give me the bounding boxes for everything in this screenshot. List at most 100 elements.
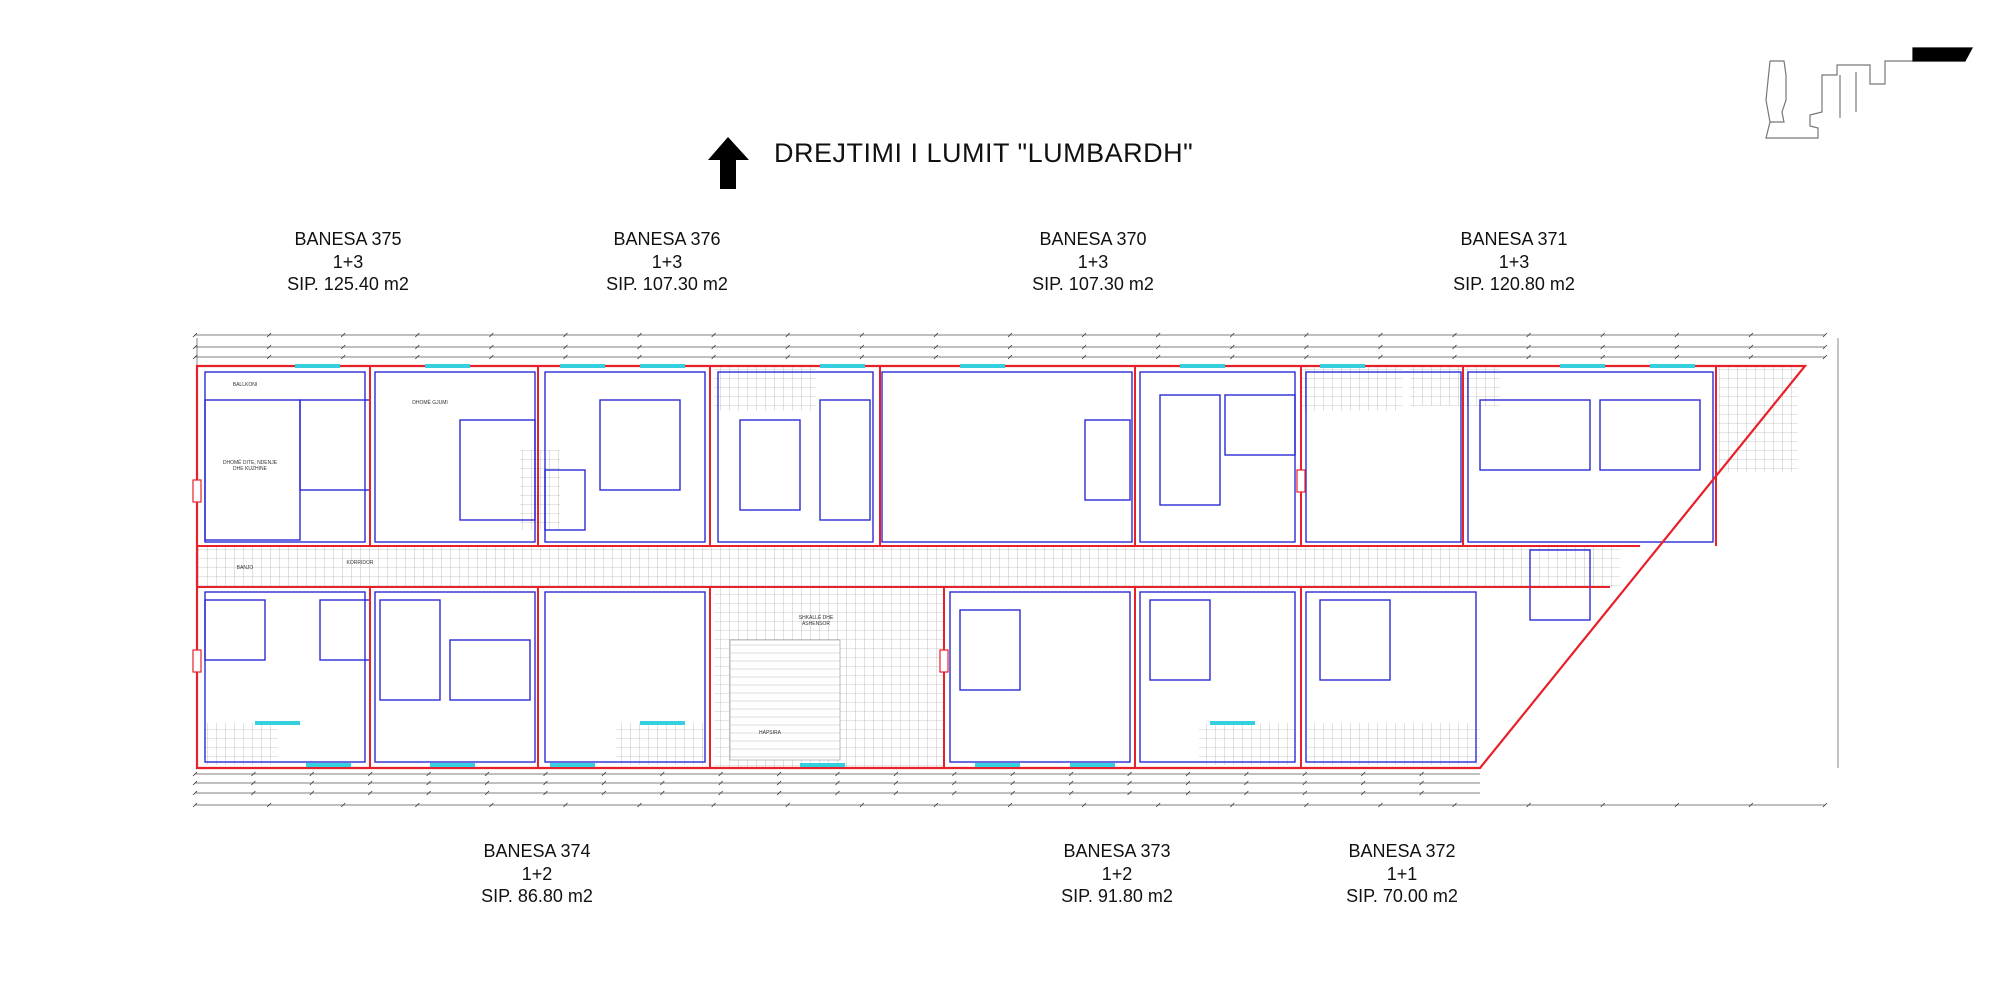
apartment-type: 1+3 <box>1077 251 1109 272</box>
dimension-tick <box>718 771 723 777</box>
window <box>295 364 340 368</box>
dimension-tick <box>192 332 198 338</box>
dimension-tick <box>1185 790 1191 796</box>
room-label-living: DHOMË DITE, NDENJE DHE KUZHINE <box>222 460 278 472</box>
dimension-tick <box>952 771 957 777</box>
dimension-tick <box>1674 332 1680 338</box>
dimension-tick <box>192 790 198 796</box>
dimension-tick <box>1304 802 1309 808</box>
dimension-tick <box>659 790 665 796</box>
dimension-tick <box>1378 332 1383 338</box>
dimension-tick <box>192 771 198 777</box>
dimension-tick <box>1185 780 1191 786</box>
inner-wall <box>544 591 706 763</box>
hatched-floor <box>520 450 560 530</box>
window <box>1210 721 1255 725</box>
inner-wall <box>1159 394 1221 506</box>
dimension-tick <box>426 780 431 786</box>
apartment-type: 1+3 <box>332 251 364 272</box>
inner-wall <box>1529 549 1591 621</box>
dimension-tick <box>543 790 548 796</box>
dimension-tick <box>1419 771 1424 777</box>
dimension-tick <box>1822 354 1828 360</box>
dimension-tick <box>933 344 939 350</box>
dimension-tick <box>251 780 256 786</box>
inner-walls <box>204 371 1714 763</box>
apartment-area: SIP. 91.80 m2 <box>1061 886 1173 906</box>
dimension-tick <box>835 780 840 786</box>
apartment-name: BANESA 370 <box>1039 229 1147 249</box>
dimension-tick <box>1304 354 1309 360</box>
apartment-type: 1+1 <box>1386 863 1418 884</box>
dimension-tick <box>192 344 198 350</box>
window <box>1070 763 1115 767</box>
dimension-tick <box>426 771 431 777</box>
dimension-tick <box>563 332 568 338</box>
dimension-tick <box>1360 771 1366 777</box>
dimension-tick <box>1007 344 1013 350</box>
hatched-floor <box>1199 723 1295 765</box>
dimension-tick <box>637 344 642 350</box>
dimension-tick <box>1127 771 1132 777</box>
inner-wall <box>379 599 441 701</box>
dimension-tick <box>1674 354 1680 360</box>
dimension-tick <box>718 790 723 796</box>
room-label-corridor: KORRIDOR <box>346 560 374 566</box>
window <box>975 763 1020 767</box>
inner-wall <box>204 591 366 763</box>
dimension-tick <box>1081 802 1087 808</box>
inner-wall <box>459 419 536 521</box>
orientation-title: DREJTIMI I LUMIT "LUMBARDH" <box>774 138 1194 168</box>
dimension-tick <box>340 344 346 350</box>
inner-wall <box>204 599 266 661</box>
dimension-tick <box>1068 780 1074 786</box>
dimension-tick <box>1304 332 1309 338</box>
dimension-tick <box>1068 790 1074 796</box>
dimension-tick <box>563 354 568 360</box>
dimension-tick <box>776 771 782 777</box>
inner-wall <box>819 399 871 521</box>
dimension-tick <box>543 780 548 786</box>
hatched-floor <box>714 366 816 411</box>
dimension-tick <box>1600 354 1606 360</box>
hatched-floor <box>1301 366 1403 411</box>
inner-wall <box>299 399 371 491</box>
window <box>960 364 1005 368</box>
dimension-tick <box>367 790 373 796</box>
dimension-tick <box>711 802 716 808</box>
window <box>255 721 300 725</box>
window <box>560 364 605 368</box>
apartment-name: BANESA 372 <box>1348 841 1456 861</box>
inner-wall <box>1224 394 1296 456</box>
inner-wall <box>374 591 536 763</box>
dimension-tick <box>859 802 865 808</box>
window <box>640 364 685 368</box>
dimension-tick <box>1526 802 1531 808</box>
dimension-tick <box>1822 802 1828 808</box>
inner-wall <box>949 591 1131 763</box>
building-outline <box>195 364 1808 770</box>
dimension-tick <box>1244 790 1249 796</box>
inner-wall <box>1599 399 1701 471</box>
apartment-name: BANESA 373 <box>1063 841 1171 861</box>
dimension-tick <box>785 802 791 808</box>
dimension-tick <box>1748 332 1754 338</box>
inner-wall <box>319 599 371 661</box>
dimension-tick <box>1748 802 1754 808</box>
dimension-tick <box>1822 344 1828 350</box>
dimension-tick <box>1452 332 1457 338</box>
dimension-tick <box>1378 354 1383 360</box>
apartment-label-371: BANESA 371 1+3 SIP. 120.80 m2 <box>1394 228 1634 296</box>
dimension-tick <box>192 354 198 360</box>
dimension-tick <box>893 790 899 796</box>
inner-wall <box>1467 371 1714 543</box>
dimension-tick <box>1302 790 1308 796</box>
dimension-tick <box>1127 780 1132 786</box>
dimension-tick <box>859 332 865 338</box>
inner-wall <box>717 371 874 543</box>
dimension-tick <box>1244 771 1249 777</box>
window <box>640 721 685 725</box>
dimension-tick <box>1007 802 1013 808</box>
dimension-tick <box>414 354 420 360</box>
dimension-tick <box>1302 780 1308 786</box>
